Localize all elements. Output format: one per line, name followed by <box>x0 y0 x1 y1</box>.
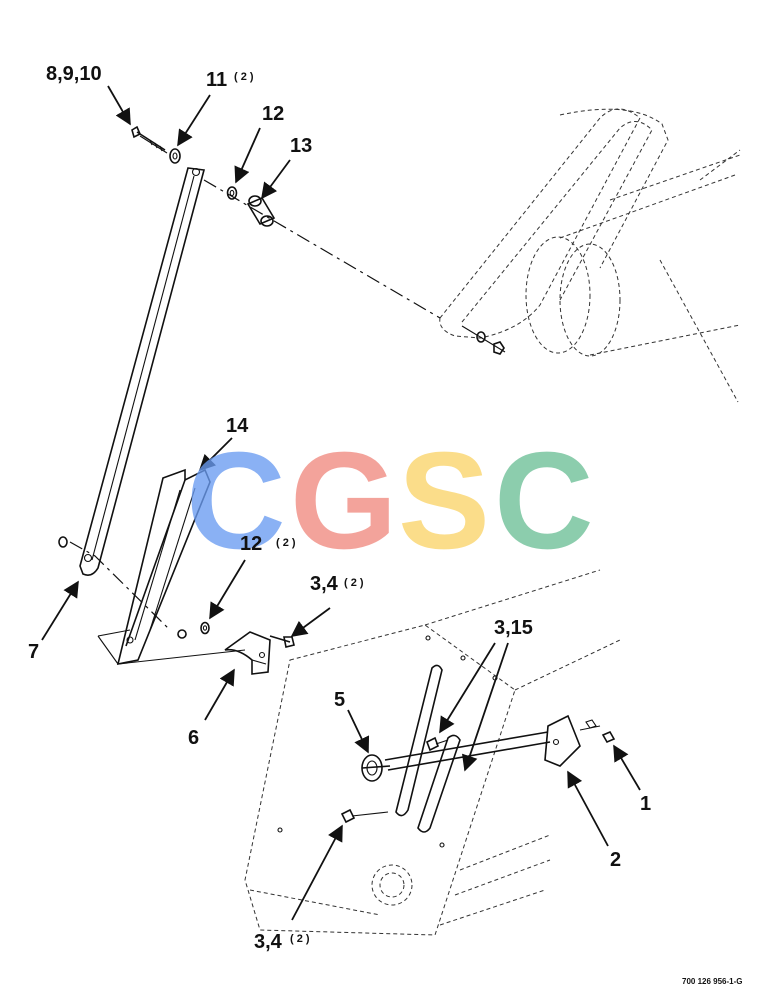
watermark-letter-c2: C <box>494 424 594 578</box>
bolt-3-4-bottom <box>340 808 389 824</box>
callout-12-top: 12 <box>262 103 284 125</box>
machine-frame-phantom <box>439 108 741 403</box>
callout-3-4-bottom-qty: ( 2 ) <box>290 933 310 945</box>
bracket-2 <box>544 714 581 767</box>
washer-11 <box>169 148 181 164</box>
callout-12-mid: 12 <box>240 533 262 555</box>
callout-labels: 8,9,10 11 ( 2 ) 12 13 14 12 ( 2 ) 3,4 ( … <box>28 63 651 953</box>
clamp-6 <box>224 631 271 675</box>
bolt-3-4-top <box>269 635 295 648</box>
callout-14: 14 <box>226 415 249 437</box>
slotted-upright <box>395 664 461 833</box>
watermark-letter-g: G <box>290 424 397 578</box>
spacer-13 <box>246 195 276 227</box>
watermark-letter-c1: C <box>186 424 286 578</box>
document-number: 700 126 956-1-G <box>682 977 743 986</box>
long-arm <box>79 167 206 576</box>
callout-8-9-10: 8,9,10 <box>46 63 102 85</box>
cgsc-watermark: C G S C <box>186 424 594 578</box>
callout-12-mid-qty: ( 2 ) <box>276 537 296 549</box>
callout-6: 6 <box>188 727 199 749</box>
callout-3-4-bottom: 3,4 <box>254 931 283 953</box>
washer-and-nut-right <box>461 325 506 355</box>
bolt-3-15 <box>425 736 449 752</box>
callout-2: 2 <box>610 849 621 871</box>
bolt-8-9-10 <box>131 125 168 154</box>
washer-12-mid <box>177 621 210 639</box>
knob-5 <box>361 754 391 782</box>
bolt-1 <box>579 719 616 744</box>
callout-1: 1 <box>640 793 651 815</box>
callout-3-4-top: 3,4 <box>310 573 339 595</box>
leader-lines <box>41 85 641 921</box>
washer-12-top <box>226 186 238 200</box>
callout-11: 11 <box>206 69 227 91</box>
callout-3-15: 3,15 <box>494 617 533 639</box>
callout-5: 5 <box>334 689 345 711</box>
watermark-letter-s: S <box>398 424 490 578</box>
lower-frame-phantom <box>244 569 621 936</box>
callout-3-4-top-qty: ( 2 ) <box>344 577 364 589</box>
bracket-14 <box>97 468 246 666</box>
callout-11-qty: ( 2 ) <box>234 71 254 83</box>
callout-13: 13 <box>290 135 312 157</box>
callout-7: 7 <box>28 641 39 663</box>
